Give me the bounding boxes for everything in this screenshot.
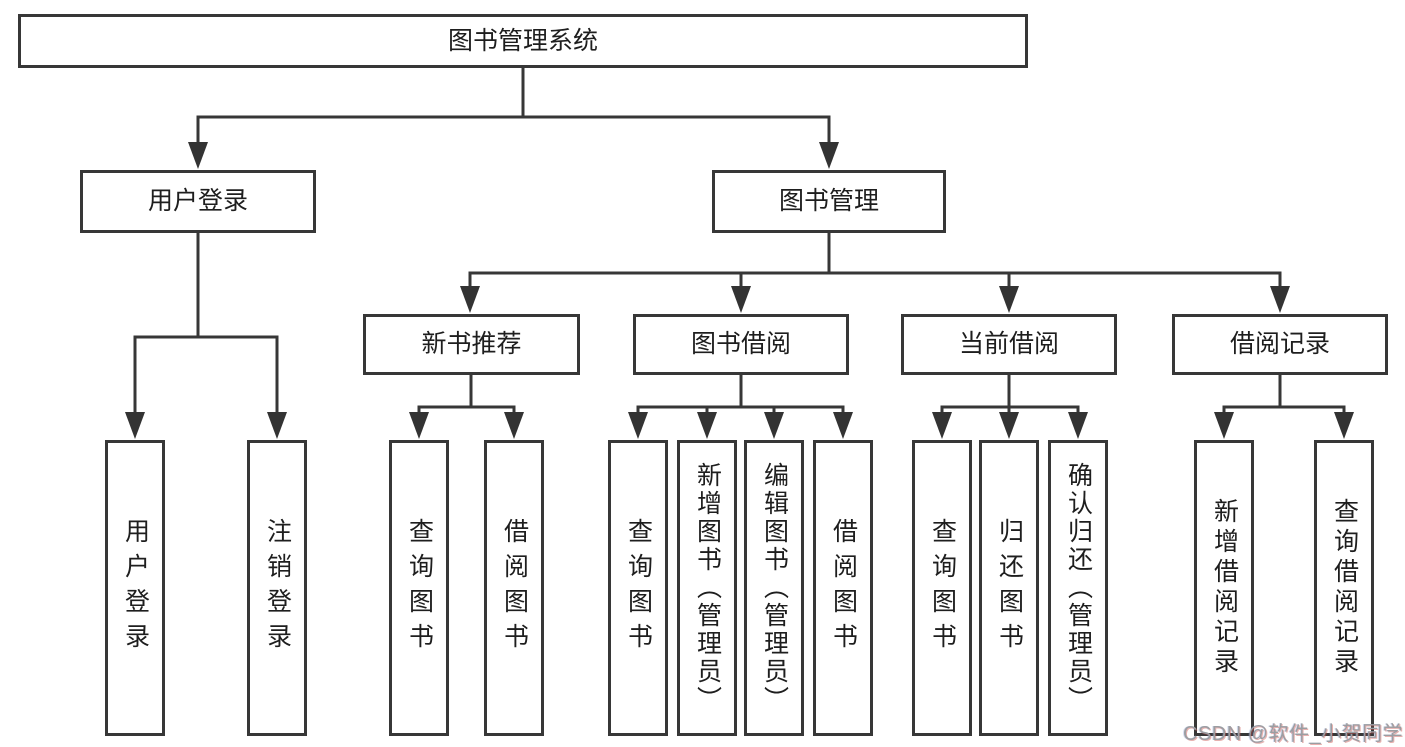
leaf-borrow-books-recommend: 借阅图书	[484, 440, 544, 736]
leaf-label: 查询图书	[928, 518, 957, 658]
leaf-query-books-current: 查询图书	[912, 440, 972, 736]
leaf-query-books-borrow: 查询图书	[608, 440, 668, 736]
leaf-query-borrow-record: 查询借阅记录	[1314, 440, 1374, 736]
leaf-label: 借阅图书	[500, 518, 529, 658]
node-book-management: 图书管理	[712, 170, 946, 233]
leaf-user-login: 用户登录	[105, 440, 165, 736]
leaf-borrow-books: 借阅图书	[813, 440, 873, 736]
leaf-label: 归还图书	[995, 518, 1024, 658]
node-root: 图书管理系统	[18, 14, 1028, 68]
node-label: 图书管理	[778, 187, 879, 215]
leaf-label: 用户登录	[121, 518, 150, 658]
node-borrow-records: 借阅记录	[1172, 314, 1388, 375]
node-label: 借阅记录	[1229, 330, 1330, 358]
watermark: CSDN @软件_小贺同学	[1183, 723, 1404, 745]
node-label: 图书借阅	[690, 330, 791, 358]
leaf-label: 新增借阅记录	[1210, 498, 1239, 678]
leaf-edit-book-admin: 编辑图书（管理员）	[744, 440, 804, 736]
leaf-label: 确认归还（管理员）	[1064, 462, 1093, 714]
leaf-add-book-admin: 新增图书（管理员）	[677, 440, 737, 736]
node-label: 新书推荐	[421, 330, 522, 358]
node-current-borrow: 当前借阅	[901, 314, 1117, 375]
leaf-query-books-recommend: 查询图书	[389, 440, 449, 736]
leaf-logout: 注销登录	[247, 440, 307, 736]
node-label: 当前借阅	[958, 330, 1059, 358]
node-label: 图书管理系统	[447, 26, 598, 55]
leaf-label: 查询借阅记录	[1330, 498, 1359, 678]
leaf-add-borrow-record: 新增借阅记录	[1194, 440, 1254, 736]
leaf-label: 借阅图书	[829, 518, 858, 658]
node-new-book-recommend: 新书推荐	[363, 314, 580, 375]
leaf-label: 编辑图书（管理员）	[760, 462, 789, 714]
leaf-label: 注销登录	[263, 518, 292, 658]
node-user-login: 用户登录	[80, 170, 316, 233]
node-label: 用户登录	[147, 187, 248, 215]
leaf-confirm-return-admin: 确认归还（管理员）	[1048, 440, 1108, 736]
node-book-borrow: 图书借阅	[633, 314, 849, 375]
leaf-return-books: 归还图书	[979, 440, 1039, 736]
leaf-label: 查询图书	[624, 518, 653, 658]
leaf-label: 查询图书	[405, 518, 434, 658]
leaf-label: 新增图书（管理员）	[693, 462, 722, 714]
